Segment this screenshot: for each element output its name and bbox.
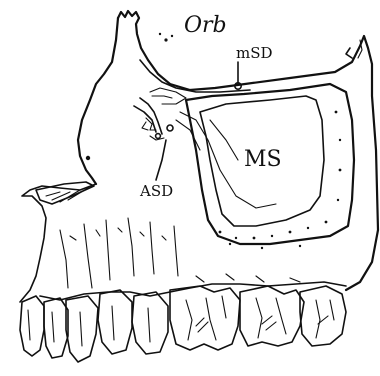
label-asd: ASD <box>139 182 173 200</box>
tooth-first-molar <box>170 286 240 350</box>
tooth-incisor <box>20 296 44 356</box>
ms-leader <box>210 120 238 160</box>
label-msd: mSD <box>236 44 273 62</box>
labels: Orb mSD MS ASD <box>139 13 282 200</box>
tooth-first-premolar <box>98 290 132 354</box>
orbital-rim <box>140 33 250 104</box>
asd-leader <box>156 140 166 180</box>
tooth-canine <box>66 296 98 362</box>
tooth-lateral-incisor <box>44 298 68 358</box>
nasal-notch <box>36 156 94 204</box>
tooth-second-premolar <box>132 292 168 354</box>
infraorbital-foramen-dot <box>86 156 90 160</box>
tooth-third-molar <box>300 286 346 346</box>
label-orbit: Orb <box>184 13 227 38</box>
label-ms: MS <box>244 147 282 172</box>
